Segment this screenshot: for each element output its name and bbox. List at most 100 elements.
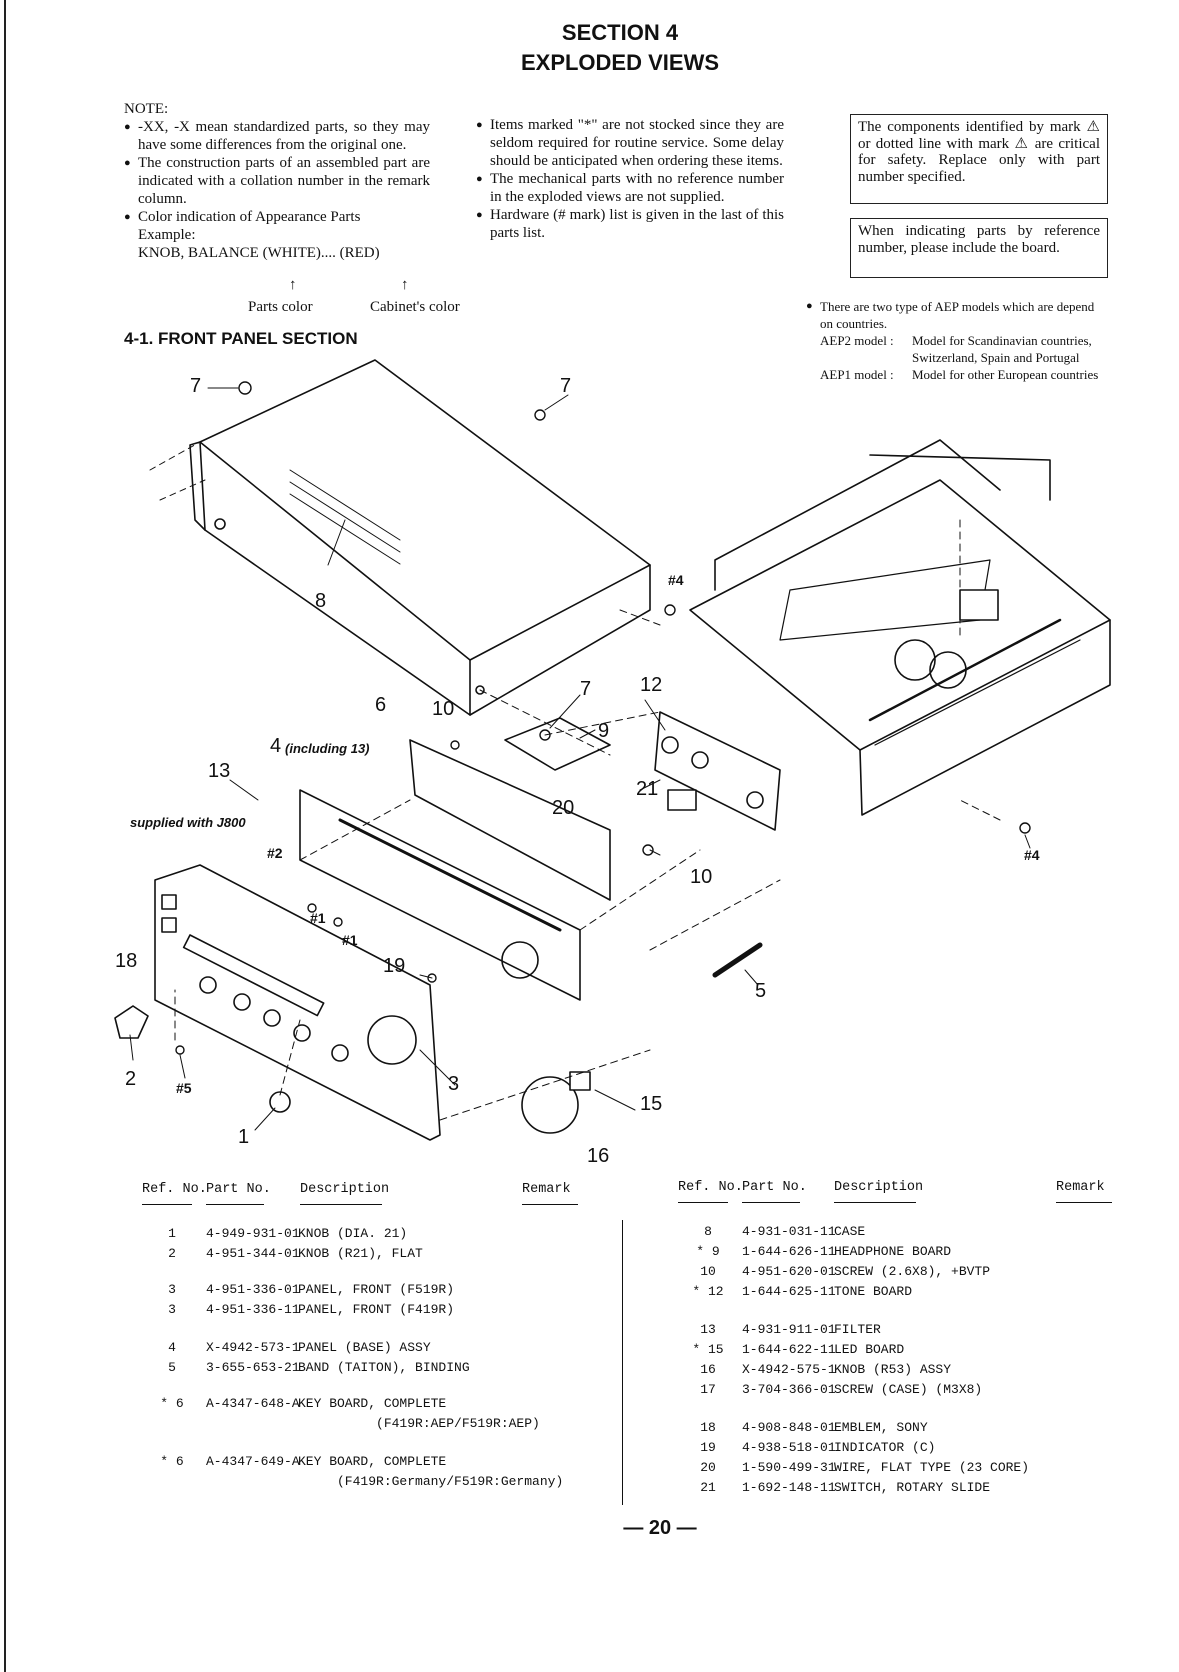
case-drawing — [149, 359, 651, 716]
led-board-drawing — [569, 1071, 591, 1091]
ref-no-cell: 13 — [700, 1322, 716, 1337]
bracket-drawing — [409, 739, 611, 901]
header-description: Description — [834, 1180, 924, 1195]
callout-21: 21 — [636, 778, 659, 800]
callout-hardware-2: #2 — [267, 845, 283, 861]
note-item: -XX, -X mean standardized parts, so they… — [124, 118, 430, 154]
callout-15: 15 — [640, 1093, 663, 1115]
description-cell: INDICATOR (C) — [834, 1440, 936, 1455]
ref-no-cell: * 15 — [692, 1342, 724, 1357]
part-no-cell: 4-951-336-01 — [206, 1282, 300, 1297]
header-part-no: Part No. — [206, 1182, 271, 1197]
part-no-cell: 1-692-148-11 — [742, 1480, 836, 1495]
callout-10: 10 — [690, 866, 713, 888]
callout-13: 13 — [208, 760, 231, 782]
ref-no-cell: * 9 — [696, 1244, 720, 1259]
part-no-cell: X-4942-573-1 — [206, 1340, 300, 1355]
callout-hardware-1: #1 — [342, 932, 358, 948]
callout-9: 9 — [598, 720, 610, 742]
part-no-cell: 3-704-366-01 — [742, 1382, 836, 1397]
ref-no-cell: * 12 — [692, 1284, 724, 1299]
header-ref-no: Ref. No. — [142, 1182, 207, 1197]
description-cell: PANEL (BASE) ASSY — [298, 1340, 431, 1355]
description-cell: SWITCH, ROTARY SLIDE — [834, 1480, 991, 1495]
callout-19: 19 — [383, 955, 406, 977]
ref-no-cell: 3 — [168, 1282, 176, 1297]
ref-no-cell: 4 — [168, 1340, 176, 1355]
callout-6: 6 — [375, 694, 387, 716]
safety-note-box: The components identified by mark ⚠ or d… — [850, 114, 1108, 204]
callout-10: 10 — [432, 698, 455, 720]
knob-16-drawing — [521, 1076, 579, 1134]
ref-no-cell: 5 — [168, 1360, 176, 1375]
ref-no-cell: 18 — [700, 1420, 716, 1435]
alignment-lines — [174, 519, 1001, 1121]
aep-intro: There are two type of AEP models which a… — [806, 298, 1106, 332]
table-row: (F419R:Germany/F519R:Germany) — [142, 1472, 572, 1492]
ref-no-cell: 3 — [168, 1302, 176, 1317]
notes-column-1: NOTE: -XX, -X mean standardized parts, s… — [124, 100, 430, 262]
arrow-cabinet: ↑ — [401, 277, 409, 293]
description-cell: EMBLEM, SONY — [834, 1420, 928, 1435]
callout-hardware-1: #1 — [310, 910, 326, 926]
aep1-text: Model for other European countries — [912, 367, 1099, 382]
description-cell: SCREW (CASE) (M3X8) — [834, 1382, 983, 1397]
table-divider — [622, 1220, 623, 1505]
callout-8: 8 — [315, 590, 327, 612]
description-cell: SCREW (2.6X8), +BVTP — [834, 1264, 991, 1279]
description-cell: TONE BOARD — [834, 1284, 913, 1299]
base-panel-drawing — [299, 789, 581, 1001]
part-no-cell: 4-931-911-01 — [742, 1322, 836, 1337]
part-no-cell: 4-951-336-11 — [206, 1302, 300, 1317]
callout-7: 7 — [560, 375, 572, 397]
knob-2-drawing — [114, 1005, 149, 1039]
aep-note: There are two type of AEP models which a… — [806, 298, 1106, 383]
callout-7: 7 — [580, 678, 592, 700]
ref-no-cell: 1 — [168, 1226, 176, 1241]
callout-4: 4 — [270, 735, 282, 757]
description-cell: (F419R:AEP/F519R:AEP) — [298, 1416, 540, 1431]
cabinet-color-label: Cabinet's color — [370, 299, 460, 315]
arrow-parts: ↑ — [289, 277, 297, 293]
part-no-cell: 4-951-620-01 — [742, 1264, 836, 1279]
tone-board-drawing — [654, 711, 781, 831]
ref-no-cell: 8 — [704, 1224, 712, 1239]
page-number: — 20 — — [623, 1517, 697, 1539]
ref-no-cell: 2 — [168, 1246, 176, 1261]
header-description: Description — [300, 1182, 390, 1197]
notes-column-2: Items marked "*" are not stocked since t… — [476, 116, 784, 242]
page-title: EXPLODED VIEWS — [520, 50, 720, 75]
part-no-cell: 4-938-518-01 — [742, 1440, 836, 1455]
ref-no-cell: 21 — [700, 1480, 716, 1495]
ref-no-cell: 19 — [700, 1440, 716, 1455]
description-cell: (F419R:Germany/F519R:Germany) — [298, 1474, 564, 1489]
part-no-cell: 4-949-931-01 — [206, 1226, 300, 1241]
header-part-no: Part No. — [742, 1180, 807, 1195]
description-cell: PANEL, FRONT (F419R) — [298, 1302, 455, 1317]
ref-no-cell: 10 — [700, 1264, 716, 1279]
ref-no-cell: 20 — [700, 1460, 716, 1475]
callout-12: 12 — [640, 674, 663, 696]
part-no-cell: A-4347-649-A — [206, 1454, 300, 1469]
callout-18: 18 — [115, 950, 138, 972]
part-no-cell: 1-590-499-31 — [742, 1460, 836, 1475]
section-number: SECTION 4 — [561, 20, 679, 45]
part-no-cell: 1-644-622-11 — [742, 1342, 836, 1357]
example-text: KNOB, BALANCE (WHITE).... (RED) — [138, 245, 380, 261]
ref-no-cell: 17 — [700, 1382, 716, 1397]
callout-hardware-5: #5 — [176, 1080, 192, 1096]
part-no-cell: 1-644-625-11 — [742, 1284, 836, 1299]
callout-5: 5 — [755, 980, 767, 1002]
description-cell: KEY BOARD, COMPLETE — [298, 1454, 447, 1469]
